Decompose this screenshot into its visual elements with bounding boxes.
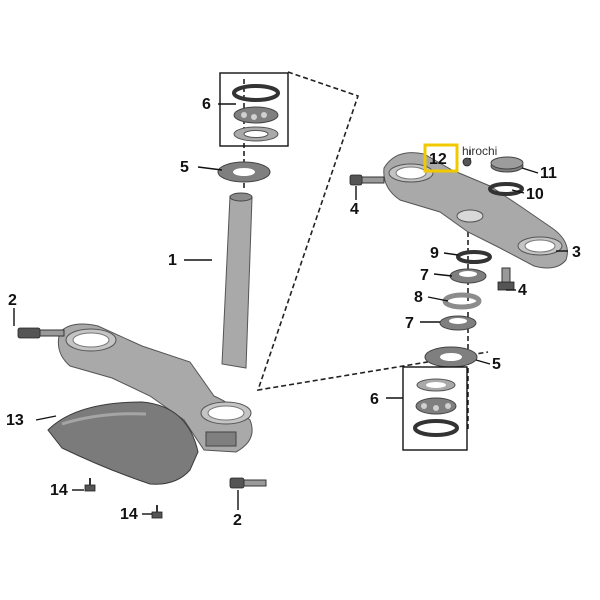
bearing-set-frame	[402, 366, 468, 451]
callout-14-upper: 14	[50, 482, 68, 499]
dust-seal-right	[424, 346, 478, 368]
bearing-set-upper-left	[219, 72, 289, 147]
steering-stem	[221, 192, 253, 369]
assembly-guide-lines	[243, 71, 489, 430]
cap-nut-11	[490, 156, 524, 173]
callout-10: 10	[526, 186, 544, 203]
callout-2-bottom: 2	[233, 512, 242, 529]
callout-4-right: 4	[518, 282, 527, 299]
callout-2-left: 2	[8, 292, 17, 309]
callout-13: 13	[6, 412, 24, 429]
cover-plate	[47, 401, 199, 485]
circlip-10	[488, 182, 524, 196]
callout-7-upper: 7	[420, 267, 429, 284]
adjusting-nut-7-lower	[439, 315, 477, 331]
callout-9: 9	[430, 245, 439, 262]
pinch-bolt-4-left	[349, 174, 385, 186]
callout-1: 1	[168, 252, 177, 269]
lower-fork-bridge	[57, 323, 253, 453]
highlight-box	[423, 143, 459, 173]
circlip-9	[456, 250, 492, 264]
watermark-text: hirochi	[462, 144, 497, 158]
lock-washer-8	[442, 292, 482, 310]
callout-14-lower: 14	[120, 506, 138, 523]
clamp-bolt-bottom	[229, 477, 267, 489]
callout-labels: 6 5 1 2 13 14 14 2 4 12 hirochi 11 10 3 …	[6, 96, 581, 529]
bearing-set-lower-right	[402, 366, 468, 451]
bearing-set-frame	[219, 72, 289, 147]
callout-8: 8	[414, 289, 423, 306]
screw-upper	[84, 478, 96, 492]
clamp-bolt-left	[17, 327, 65, 339]
callout-5-right: 5	[492, 356, 501, 373]
callout-7-lower: 7	[405, 315, 414, 332]
bearing-race-ring	[232, 84, 280, 102]
cap-screw-12	[462, 157, 472, 167]
adjusting-nut-7-upper	[449, 268, 487, 284]
screw-lower	[151, 505, 163, 519]
callout-6-top: 6	[202, 96, 211, 113]
dust-seal-left	[217, 161, 271, 183]
callout-5-top: 5	[180, 159, 189, 176]
callout-3: 3	[572, 244, 581, 261]
callout-4-left: 4	[350, 201, 359, 218]
callout-6-right: 6	[370, 391, 379, 408]
callout-11: 11	[540, 165, 557, 182]
callout-12: 12	[429, 151, 447, 168]
leader-lines	[13, 103, 568, 515]
upper-fork-bridge	[383, 152, 568, 269]
pinch-bolt-4-right	[497, 267, 515, 291]
